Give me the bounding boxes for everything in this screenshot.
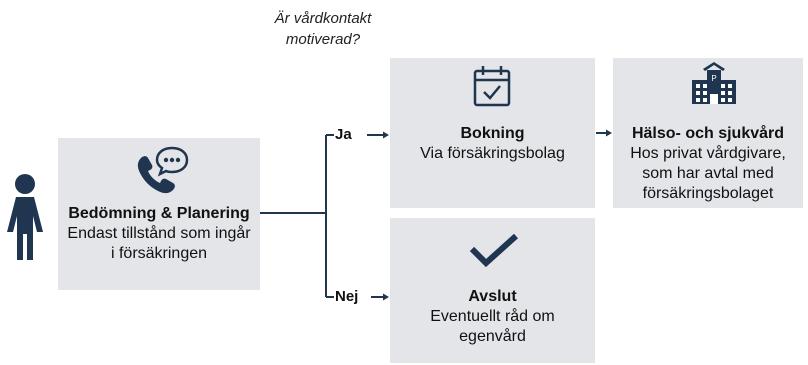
end-title: Avslut	[468, 288, 517, 305]
end-line-2: egenvård	[459, 328, 526, 345]
booking-title: Bokning	[460, 125, 525, 142]
decision-question: Är vårdkontakt motiverad?	[248, 8, 398, 50]
healthcare-line-3: försäkringsbolaget	[642, 185, 774, 202]
healthcare-text: Hälso- och sjukvård Hos privat vårdgivar…	[608, 124, 808, 204]
calendar-check-icon	[473, 66, 511, 107]
end-line-1: Eventuellt råd om	[430, 308, 555, 325]
assessment-line-2: i försäkringen	[110, 245, 208, 262]
checkmark-icon	[469, 233, 519, 268]
end-box	[390, 218, 595, 363]
booking-box	[390, 58, 595, 208]
person-icon	[7, 174, 43, 260]
booking-line-1: Via försäkringsbolag	[420, 145, 565, 162]
branch-label-no: Nej	[335, 288, 359, 305]
healthcare-line-2: som har avtal med	[642, 165, 774, 182]
branch-label-yes: Ja	[335, 126, 352, 143]
question-line-1: Är vårdkontakt	[274, 10, 372, 27]
booking-text: Bokning Via försäkringsbolag	[390, 124, 595, 164]
svg-text:P: P	[711, 74, 716, 83]
phone-chat-icon	[137, 146, 189, 194]
assessment-text: Bedömning & Planering Endast tillstånd s…	[50, 204, 268, 264]
healthcare-title: Hälso- och sjukvård	[631, 125, 785, 142]
hospital-icon: P	[692, 62, 736, 104]
healthcare-line-1: Hos privat vårdgivare,	[630, 145, 786, 162]
assessment-title: Bedömning & Planering	[68, 205, 250, 222]
assessment-line-1: Endast tillstånd som ingår	[67, 225, 251, 242]
question-line-2: motiverad?	[285, 31, 361, 48]
end-text: Avslut Eventuellt råd om egenvård	[390, 287, 595, 347]
